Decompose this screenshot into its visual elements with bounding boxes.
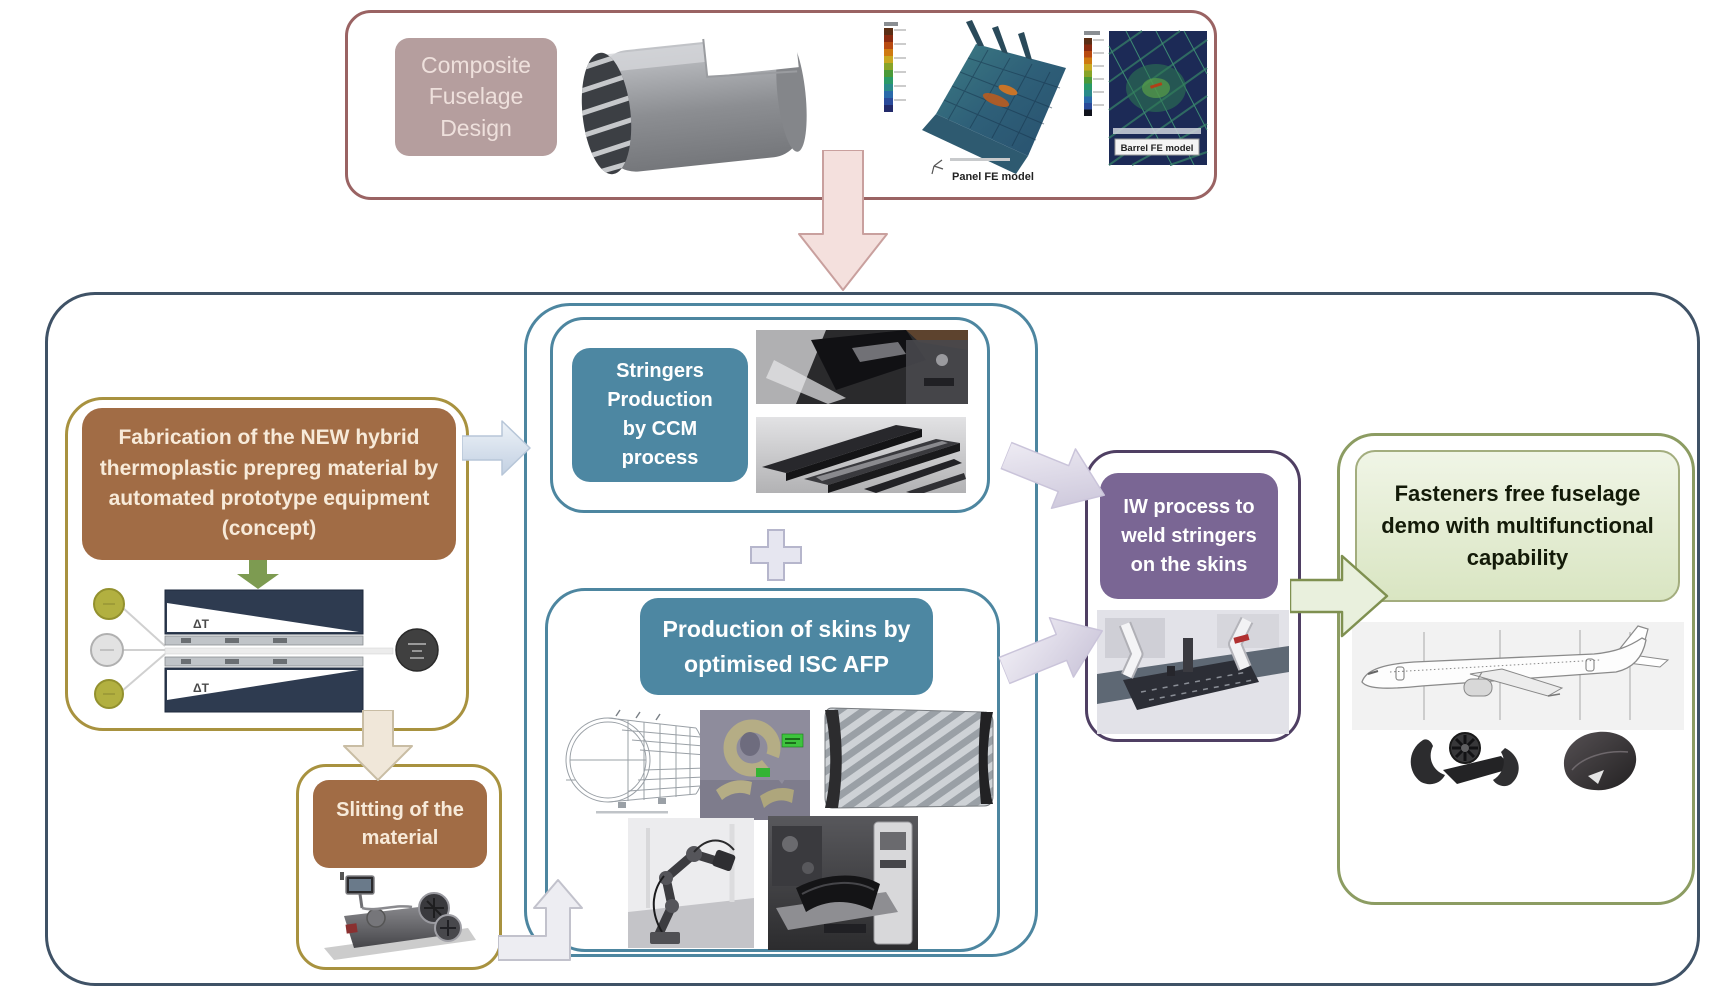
iw-to-demo-arrow bbox=[1290, 550, 1390, 642]
consolidation-machine-image bbox=[768, 816, 918, 950]
fuselage-demo-container bbox=[1337, 433, 1695, 905]
slitting-box: Slitting of the material bbox=[313, 780, 487, 868]
slitting-label: Slitting of the material bbox=[336, 799, 464, 849]
stringers-label: Stringers Production by CCM process bbox=[607, 360, 713, 469]
barrel-fe-caption: Barrel FE model bbox=[1121, 143, 1194, 154]
ccm-machinery-image bbox=[756, 330, 968, 404]
skins-stringers-group-container bbox=[524, 303, 1038, 957]
iw-process-box: IW process to weld stringers on the skin… bbox=[1100, 473, 1278, 599]
skins-label: Production of skins by optimised ISC AFP bbox=[662, 616, 911, 677]
fabrication-to-schematic-arrow bbox=[236, 560, 280, 590]
slitting-machine-image bbox=[316, 868, 484, 963]
fabrication-label: Fabrication of the NEW hybrid thermoplas… bbox=[99, 426, 439, 541]
composite-parts-right-image bbox=[1552, 724, 1644, 796]
fabrication-box: Fabrication of the NEW hybrid thermoplas… bbox=[82, 408, 456, 560]
barrel-wireframe-image bbox=[560, 706, 718, 818]
delta-t-top-label: ΔT bbox=[193, 617, 210, 631]
skin-cad-image bbox=[700, 710, 810, 820]
fuselage-demo-label: Fasteners free fuselage demo with multif… bbox=[1381, 481, 1654, 570]
afp-robot-image bbox=[628, 818, 754, 948]
fabrication-container bbox=[65, 397, 469, 731]
skins-box: Production of skins by optimised ISC AFP bbox=[640, 598, 933, 695]
fabrication-to-slitting-arrow bbox=[342, 710, 414, 782]
aircraft-drawing-image bbox=[1352, 622, 1684, 730]
stringers-to-iw-arrow bbox=[993, 422, 1122, 530]
fuselage-barrel-image bbox=[560, 28, 835, 180]
slitting-to-skins-arrow bbox=[498, 878, 593, 963]
takeup-roll-icon bbox=[395, 628, 439, 672]
composite-design-container bbox=[345, 10, 1217, 200]
panel-fe-caption: Panel FE model bbox=[952, 171, 1034, 183]
composite-parts-left-image bbox=[1405, 726, 1533, 794]
fe-legend-2 bbox=[1084, 31, 1104, 116]
panel-fe-model-image: Panel FE model bbox=[878, 16, 1078, 186]
iw-welding-robots-image bbox=[1097, 610, 1289, 734]
fe-legend bbox=[884, 22, 906, 112]
delta-t-bottom-label: ΔT bbox=[193, 681, 210, 695]
stringer-profiles-image bbox=[756, 417, 966, 493]
axis-triad-icon bbox=[931, 159, 944, 175]
composite-fuselage-design-box: Composite Fuselage Design bbox=[395, 38, 557, 156]
iw-process-label: IW process to weld stringers on the skin… bbox=[1121, 495, 1257, 576]
manufacturing-flow-container bbox=[45, 292, 1700, 986]
fabrication-to-stringers-arrow bbox=[462, 417, 532, 479]
skins-to-iw-arrow bbox=[991, 596, 1120, 704]
stringers-box: Stringers Production by CCM process bbox=[572, 348, 748, 482]
fe-barrel-mesh: Barrel FE model bbox=[1108, 30, 1208, 166]
design-to-flow-arrow bbox=[797, 150, 889, 292]
barrel-fe-model-image: Barrel FE model bbox=[1082, 26, 1210, 174]
composite-fuselage-design-label: Composite Fuselage Design bbox=[421, 52, 531, 141]
prepreg-line-schematic: ΔT ΔT bbox=[85, 588, 450, 716]
plus-icon bbox=[749, 528, 803, 582]
carbon-skin-panel-image bbox=[818, 704, 996, 814]
fuselage-demo-box: Fasteners free fuselage demo with multif… bbox=[1355, 450, 1680, 602]
